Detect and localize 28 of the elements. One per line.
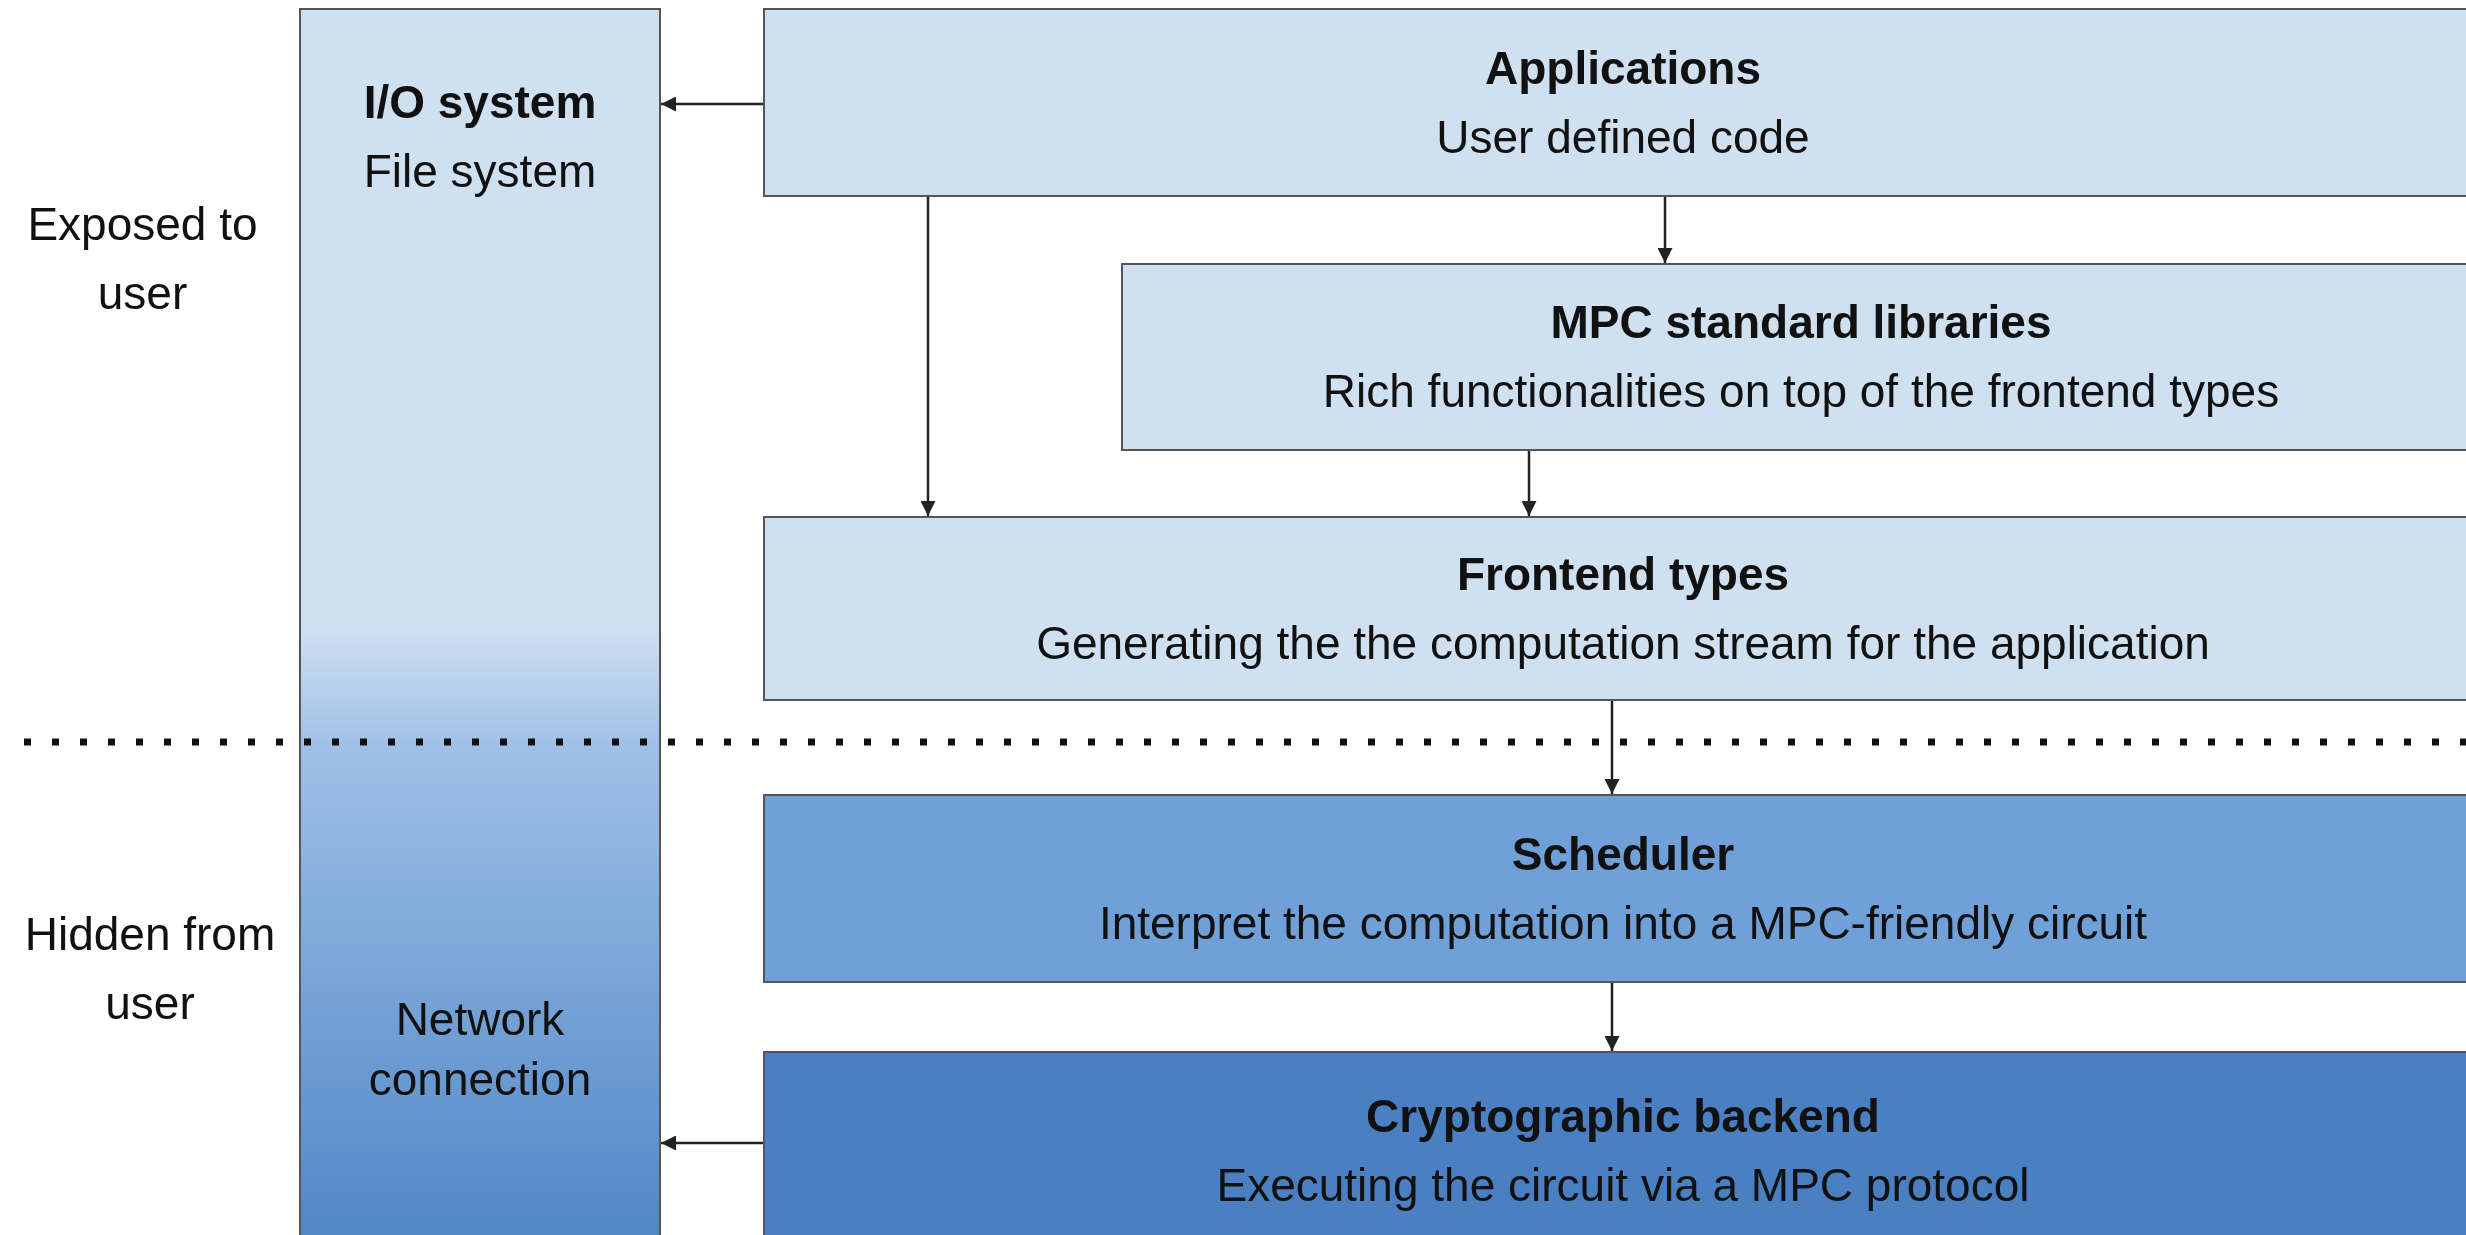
arrow — [1604, 701, 1620, 794]
arrow — [1521, 451, 1537, 516]
layer-box — [763, 8, 2466, 197]
layer-title: Cryptographic backend — [1366, 1089, 1880, 1144]
layer-description: Interpret the computation into a MPC-friendly circuit — [1098, 895, 2148, 951]
layer-description: Network connection — [367, 992, 593, 1107]
layer-description: Generating the the computation stream for the application — [1036, 615, 2210, 671]
layer-title: Frontend types — [1456, 546, 1790, 602]
layer-box — [763, 1051, 2466, 1235]
arrow — [1657, 197, 1673, 263]
arrow — [920, 197, 936, 516]
layer-box — [1121, 263, 2466, 451]
layer-title: Applications — [1485, 40, 1761, 96]
layer-description: User defined code — [1436, 109, 1810, 165]
layer-box — [763, 516, 2466, 701]
layer-description: Rich functionalities on top of the frontend types — [1322, 364, 2280, 419]
layer-box — [763, 794, 2466, 983]
arrow — [1604, 983, 1620, 1051]
layer-description: Executing the circuit via a MPC protocol — [1216, 1158, 2030, 1213]
layer-title: MPC standard libraries — [1550, 295, 2052, 350]
zone-label: Exposed to user — [26, 197, 259, 321]
zone-label: Hidden from user — [23, 907, 277, 1031]
arrow — [661, 96, 763, 112]
arrow — [661, 1135, 763, 1151]
layer-title: I/O system — [363, 75, 597, 130]
io-system-bar — [299, 8, 661, 1235]
layer-title: Scheduler — [1511, 826, 1735, 882]
layer-description: File system — [363, 144, 597, 199]
